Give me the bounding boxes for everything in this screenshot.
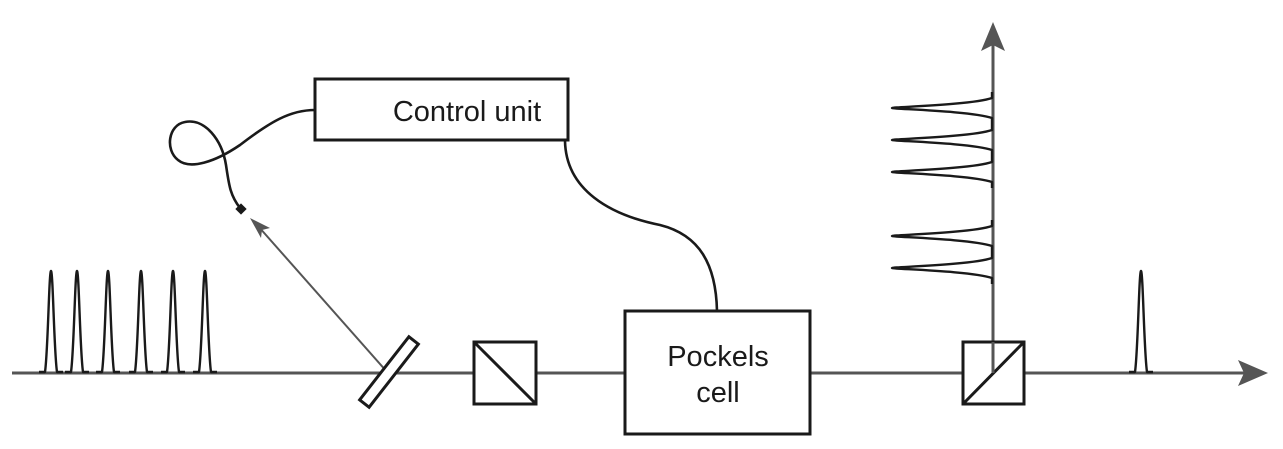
pockels-cell: Pockels cell [623, 309, 812, 436]
photodiode-icon [235, 203, 247, 215]
pockels-cell-label-line1: Pockels [667, 341, 769, 373]
pockels-cable [563, 139, 719, 313]
transmitted-pulse-shape [1129, 269, 1153, 374]
input-pulse [193, 269, 217, 374]
rejected-pulse-train [890, 92, 994, 284]
input-pulse [129, 269, 153, 374]
photodiode-cable [168, 108, 317, 210]
input-pulse-train [39, 269, 217, 374]
rejected-pulse [890, 124, 994, 156]
input-polarizer-cube [472, 340, 538, 406]
control-unit: Control unit [313, 77, 570, 142]
input-pulse [65, 269, 89, 374]
rejected-pulse [890, 220, 994, 252]
rejected-beam-arrowhead-icon [981, 22, 1005, 51]
rejected-pulse [890, 156, 994, 188]
sampled-beam-arrowhead-icon [250, 218, 270, 238]
beam-splitter-plate [357, 334, 421, 410]
rejected-pulse [890, 92, 994, 124]
control-unit-label: Control unit [393, 96, 541, 128]
sampled-beam [257, 225, 389, 374]
main-beam-arrowhead-icon [1238, 360, 1268, 386]
input-pulse [39, 269, 63, 374]
input-pulse [96, 269, 120, 374]
transmitted-pulse [1129, 269, 1153, 374]
pockels-cell-label-line2: cell [696, 377, 740, 409]
output-polarizer-cube [961, 340, 1026, 406]
input-pulse [161, 269, 185, 374]
rejected-pulse [890, 252, 994, 284]
